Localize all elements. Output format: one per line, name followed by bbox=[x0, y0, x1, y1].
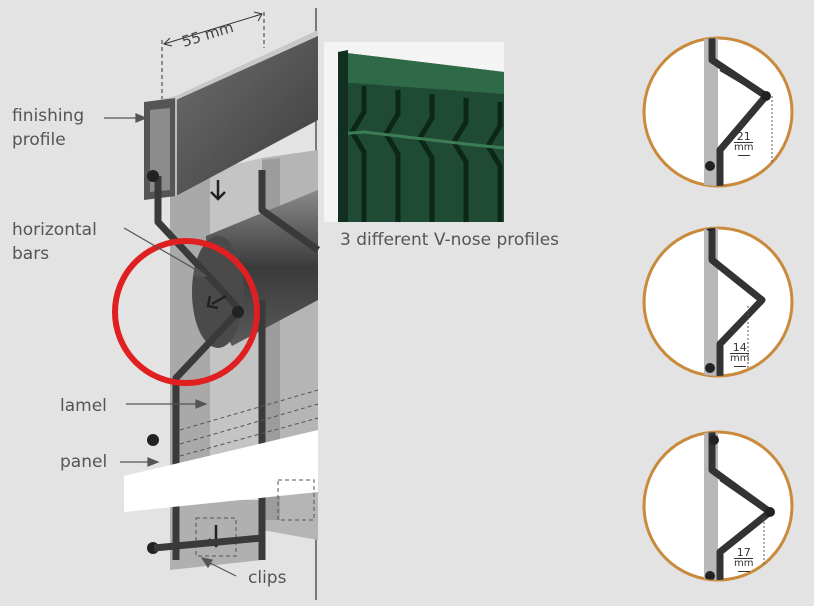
panel-label: panel bbox=[60, 452, 108, 472]
wire-node bbox=[232, 306, 244, 318]
photo-caption: 3 different V-nose profiles bbox=[340, 230, 560, 250]
highlight-circle bbox=[112, 238, 260, 386]
profile-detail-1 bbox=[642, 36, 794, 188]
green-panel-image bbox=[337, 50, 504, 222]
profile-depth-2: 14 mm bbox=[730, 342, 750, 367]
dimension-marker bbox=[161, 11, 265, 100]
v-nose-photo bbox=[324, 42, 504, 222]
cut-band bbox=[124, 430, 318, 512]
finishing-profile-shape bbox=[144, 30, 318, 200]
lamel-dashed bbox=[179, 389, 319, 457]
label-leaders bbox=[104, 113, 237, 577]
finishing-profile-label: finishing profile bbox=[12, 106, 85, 150]
profile-depth-1: 21 mm bbox=[734, 131, 754, 156]
horizontal-bars-label: horizontal bars bbox=[12, 220, 97, 264]
lamel-label: lamel bbox=[60, 396, 107, 416]
profile-detail-3 bbox=[642, 430, 794, 582]
profile-depth-3: 17 mm bbox=[734, 547, 754, 572]
profile-detail-2 bbox=[642, 226, 794, 378]
dimension-label: 55 mm bbox=[180, 18, 236, 51]
clips-label: clips bbox=[248, 568, 287, 588]
